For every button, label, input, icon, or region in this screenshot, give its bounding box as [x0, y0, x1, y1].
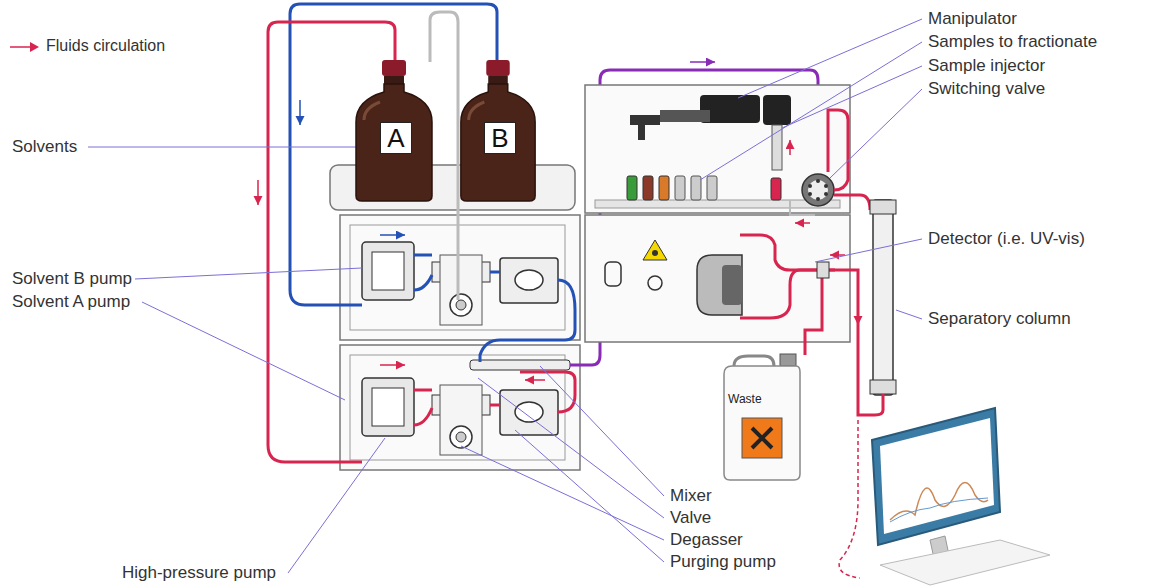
- bottle-label: A: [380, 122, 411, 154]
- legend-text: Fluids circulation: [46, 36, 165, 56]
- part-label: Solvents: [12, 137, 77, 157]
- bottle-label: B: [484, 122, 515, 154]
- part-label: Manipulator: [928, 9, 1017, 29]
- part-label: Purging pump: [670, 552, 776, 572]
- part-label: Valve: [670, 508, 711, 528]
- part-label: High-pressure pump: [122, 563, 276, 583]
- part-label: Solvent A pump: [12, 292, 130, 312]
- part-label: Switching valve: [928, 79, 1045, 99]
- legend-arrow-sample: [8, 40, 42, 54]
- part-label: Solvent B pump: [12, 269, 132, 289]
- part-label: Mixer: [670, 486, 712, 506]
- waste-label: Waste: [728, 392, 762, 406]
- solvent-bottle: A: [350, 60, 438, 202]
- waste-canister: [718, 352, 804, 482]
- solvent-bottle: B: [455, 60, 541, 202]
- part-label: Detector (i.e. UV-vis): [928, 229, 1085, 249]
- part-label: Sample injector: [928, 56, 1045, 76]
- part-label: Separatory column: [928, 309, 1071, 329]
- waste-container: Waste: [718, 352, 804, 482]
- part-label: Samples to fractionate: [928, 32, 1097, 52]
- part-label: Degasser: [670, 530, 743, 550]
